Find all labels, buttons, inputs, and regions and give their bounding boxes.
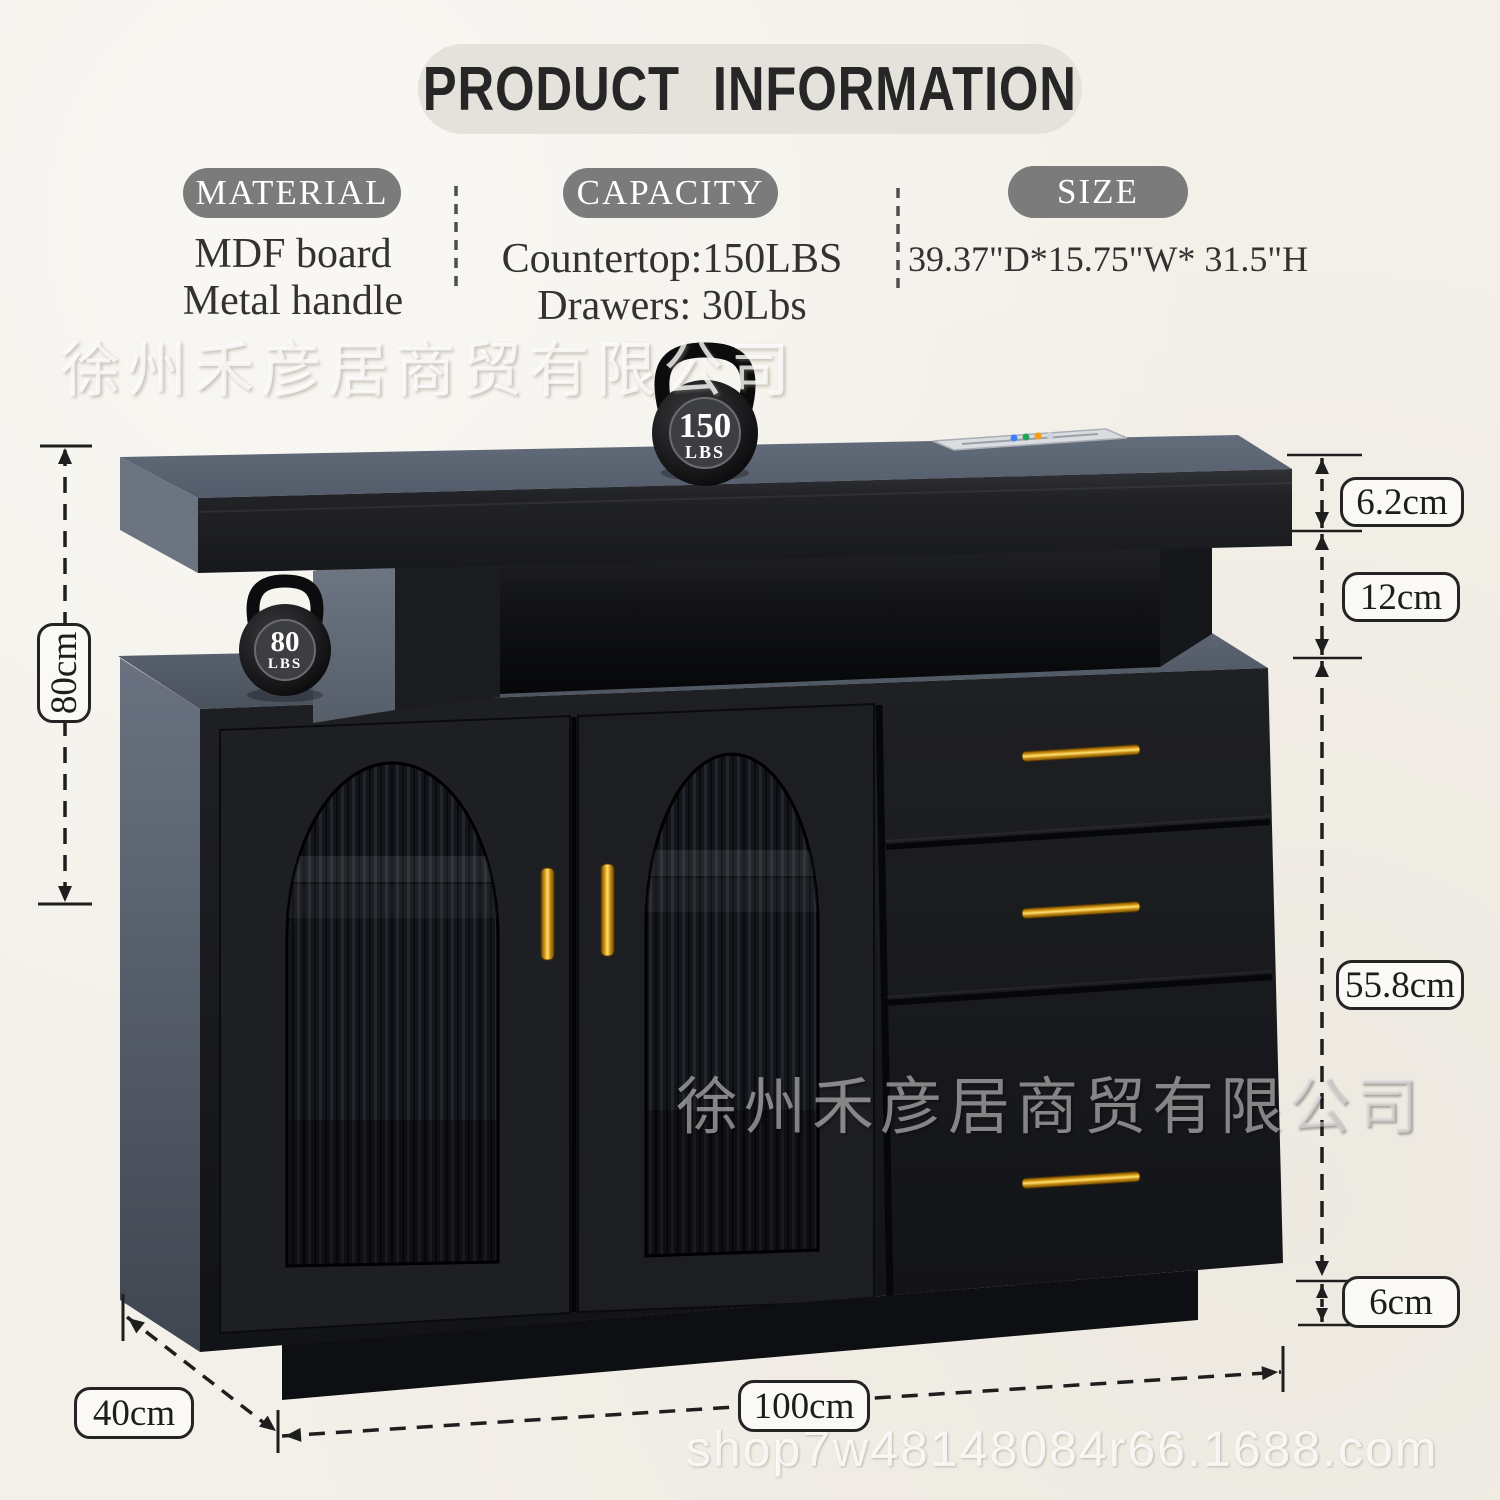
dim-base-height: 6cm <box>1342 1276 1460 1328</box>
right-door-handle <box>600 863 615 957</box>
door-drawer-divider <box>875 704 894 1301</box>
dim-open-shelf-height: 12cm <box>1342 572 1460 622</box>
drawer-gap-1 <box>885 819 1271 850</box>
drawer-bevel-1 <box>885 815 1271 842</box>
shelf-weight-badge: 80 LBS <box>235 628 335 672</box>
dim-top-thickness: 6.2cm <box>1340 477 1464 527</box>
dim-body-height: 55.8cm <box>1336 960 1464 1010</box>
countertop-weight-badge: 150 LBS <box>645 408 765 461</box>
left-door-glass-arch <box>285 761 500 1268</box>
capacity-section-label: CAPACITY <box>576 173 765 212</box>
countertop-weight-value: 150 <box>678 406 732 445</box>
countertop-front-face <box>198 469 1292 573</box>
countertop-left-face <box>120 457 198 573</box>
shelf-weight-unit: LBS <box>267 656 303 672</box>
dim-width: 100cm <box>738 1380 870 1432</box>
countertop-seam <box>197 482 1293 513</box>
right-door-glass-reflection <box>645 850 818 1256</box>
material-section-label: MATERIAL <box>195 173 389 212</box>
open-shelf-interior <box>500 527 1160 694</box>
open-shelf-right-panel <box>1160 526 1212 667</box>
plinth-base <box>282 1270 1198 1400</box>
size-line-1: 39.37"D*15.75"W* 31.5"H <box>908 239 1309 279</box>
left-door-handle <box>540 867 555 961</box>
drawer-handle-3 <box>1021 1171 1141 1189</box>
dim-depth: 40cm <box>74 1387 194 1439</box>
capacity-line-2: Drawers: 30Lbs <box>537 283 807 329</box>
drawer-gap-2 <box>885 974 1273 1006</box>
capacity-section-header: CAPACITY <box>563 168 778 218</box>
shelf-weight-value: 80 <box>270 626 300 658</box>
drawer-handle-1 <box>1021 744 1141 762</box>
page-title-banner: PRODUCT INFORMATION <box>418 44 1082 134</box>
material-line-2: Metal handle <box>182 278 404 324</box>
dim-overall-height: 80cm <box>37 623 91 723</box>
kettlebell-150-icon <box>652 342 758 486</box>
dimension-arrowheads <box>58 448 1329 1442</box>
capacity-line-1: Countertop:150LBS <box>501 236 843 282</box>
drawer-handle-2 <box>1021 901 1141 919</box>
countertop-weight-unit: LBS <box>684 442 726 462</box>
pedestal-front-panel <box>395 549 500 710</box>
size-section-header: SIZE <box>1008 166 1188 218</box>
right-door-glass-arch <box>644 752 820 1258</box>
pedestal-side-panel <box>313 553 395 723</box>
size-section-label: SIZE <box>1057 172 1139 211</box>
material-section-header: MATERIAL <box>183 168 401 218</box>
drawer-bevel-2 <box>885 970 1273 998</box>
page-title: PRODUCT INFORMATION <box>423 54 1078 124</box>
charging-station-icon <box>932 428 1128 451</box>
left-door-glass-reflection <box>286 856 498 1266</box>
kettlebell-80-icon <box>239 574 331 702</box>
material-line-1: MDF board <box>194 231 392 277</box>
cabinet-left-side-panel <box>120 658 200 1352</box>
